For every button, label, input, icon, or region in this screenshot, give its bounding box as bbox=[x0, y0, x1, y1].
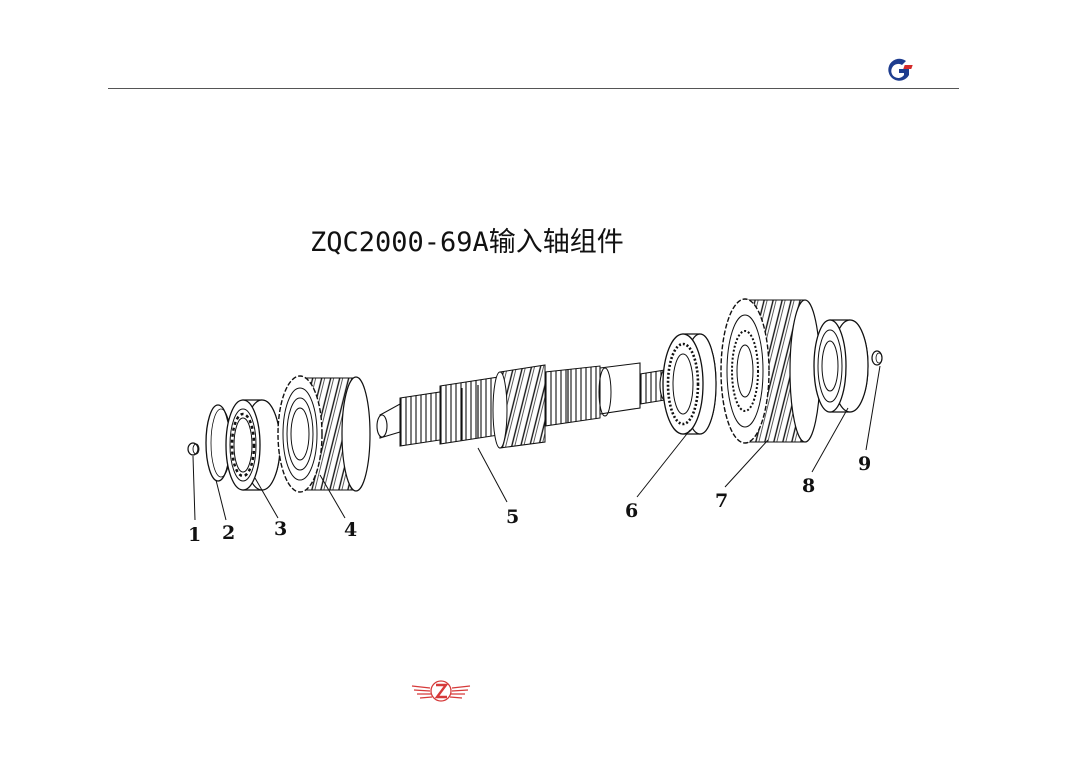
part-label-6: 6 bbox=[625, 500, 639, 522]
part-label-1: 1 bbox=[188, 524, 202, 546]
part-9-washer bbox=[871, 350, 883, 366]
part-label-8: 8 bbox=[802, 475, 816, 497]
header-divider bbox=[108, 88, 959, 89]
part-6-needle-bearing bbox=[662, 333, 717, 435]
part-7-large-helical-gear bbox=[720, 298, 821, 444]
part-label-9: 9 bbox=[858, 453, 872, 475]
part-5-input-shaft bbox=[376, 362, 671, 449]
leader-lines bbox=[192, 365, 881, 521]
company-logo-icon bbox=[888, 58, 913, 81]
part-label-4: 4 bbox=[344, 519, 358, 541]
part-label-5: 5 bbox=[506, 506, 520, 528]
part-label-3: 3 bbox=[274, 518, 288, 540]
part-1-circlip bbox=[187, 442, 200, 456]
part-label-2: 2 bbox=[222, 522, 236, 544]
winged-z-emblem-icon bbox=[411, 680, 471, 702]
part-8-bearing bbox=[813, 319, 869, 413]
part-label-7: 7 bbox=[715, 490, 729, 512]
part-4-helical-gear bbox=[277, 375, 371, 493]
page-title: ZQC2000-69A输入轴组件 bbox=[310, 227, 624, 258]
part-3-bearing bbox=[225, 399, 281, 491]
